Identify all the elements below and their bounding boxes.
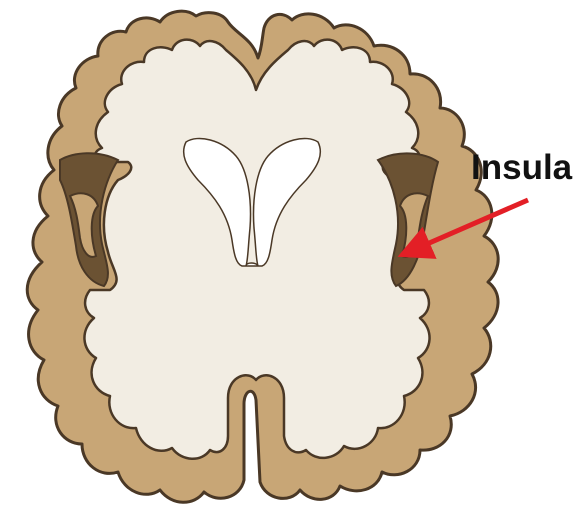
insula-label: Insula bbox=[471, 148, 572, 188]
